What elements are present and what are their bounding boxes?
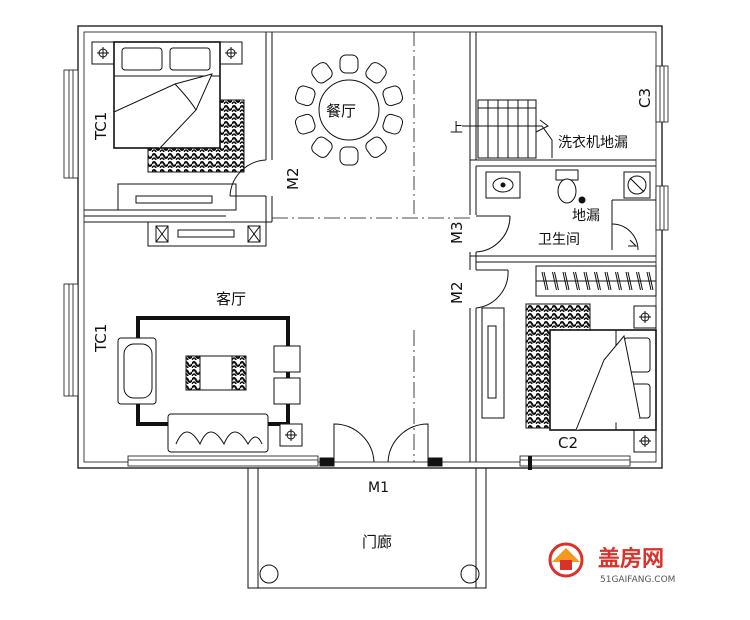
hanger	[541, 271, 549, 291]
bathroom-label: 卫生间	[538, 232, 580, 248]
bedroom-1	[91, 41, 245, 211]
interior-walls	[84, 32, 656, 462]
hanger	[625, 271, 633, 291]
dining-chair	[382, 85, 404, 107]
logo-name: 盖房网	[598, 546, 664, 572]
dining-chair	[311, 62, 333, 84]
washer-drain-label: 洗衣机地漏	[558, 135, 628, 151]
doors	[229, 159, 511, 467]
hanger	[594, 271, 601, 291]
dining-label: 餐厅	[326, 102, 356, 120]
dining-chair	[294, 85, 316, 107]
window-tc1-bottom-label: TC1	[92, 324, 110, 353]
living-label: 客厅	[216, 290, 246, 308]
dining-chair	[365, 62, 387, 84]
dining-chair	[339, 54, 359, 74]
dining-table	[294, 54, 404, 166]
window-c2-label: C2	[558, 434, 578, 452]
dining-chair	[382, 113, 404, 135]
bedroom-2	[481, 265, 657, 453]
bathroom-fixtures	[485, 169, 651, 251]
hanger	[562, 271, 570, 291]
porch	[247, 467, 487, 589]
living-furniture	[117, 221, 303, 453]
window-c3-label: C3	[636, 88, 654, 108]
floor-drain-label: 地漏	[572, 208, 600, 224]
dining-chair	[339, 146, 359, 166]
dining-chair	[365, 136, 387, 158]
hanger	[636, 271, 643, 291]
dining-table-top	[318, 79, 380, 141]
hanger	[646, 271, 654, 291]
hanger	[573, 271, 580, 291]
windows	[63, 65, 669, 467]
dining-chair	[311, 136, 333, 158]
door-m2-right-label: M2	[448, 282, 466, 305]
staircase	[462, 99, 553, 159]
door-m3-label: M3	[448, 222, 466, 245]
logo-url: 51GAIFANG.COM	[600, 575, 675, 585]
hanger	[615, 271, 622, 291]
stairs-up-label: 上	[450, 121, 463, 136]
hanger	[552, 271, 559, 291]
logo-house-icon	[548, 542, 584, 578]
hanger	[583, 271, 591, 291]
dashed-lines	[272, 32, 470, 462]
door-m1-label: M1	[368, 480, 389, 496]
window-tc1-top-label: TC1	[92, 112, 110, 141]
porch-label: 门廊	[362, 533, 392, 551]
column-marks	[528, 456, 532, 470]
door-m2-top-label: M2	[284, 168, 302, 191]
hanger	[604, 271, 612, 291]
dining-chair	[294, 113, 316, 135]
site-logo: 盖房网 51GAIFANG.COM	[548, 542, 675, 585]
